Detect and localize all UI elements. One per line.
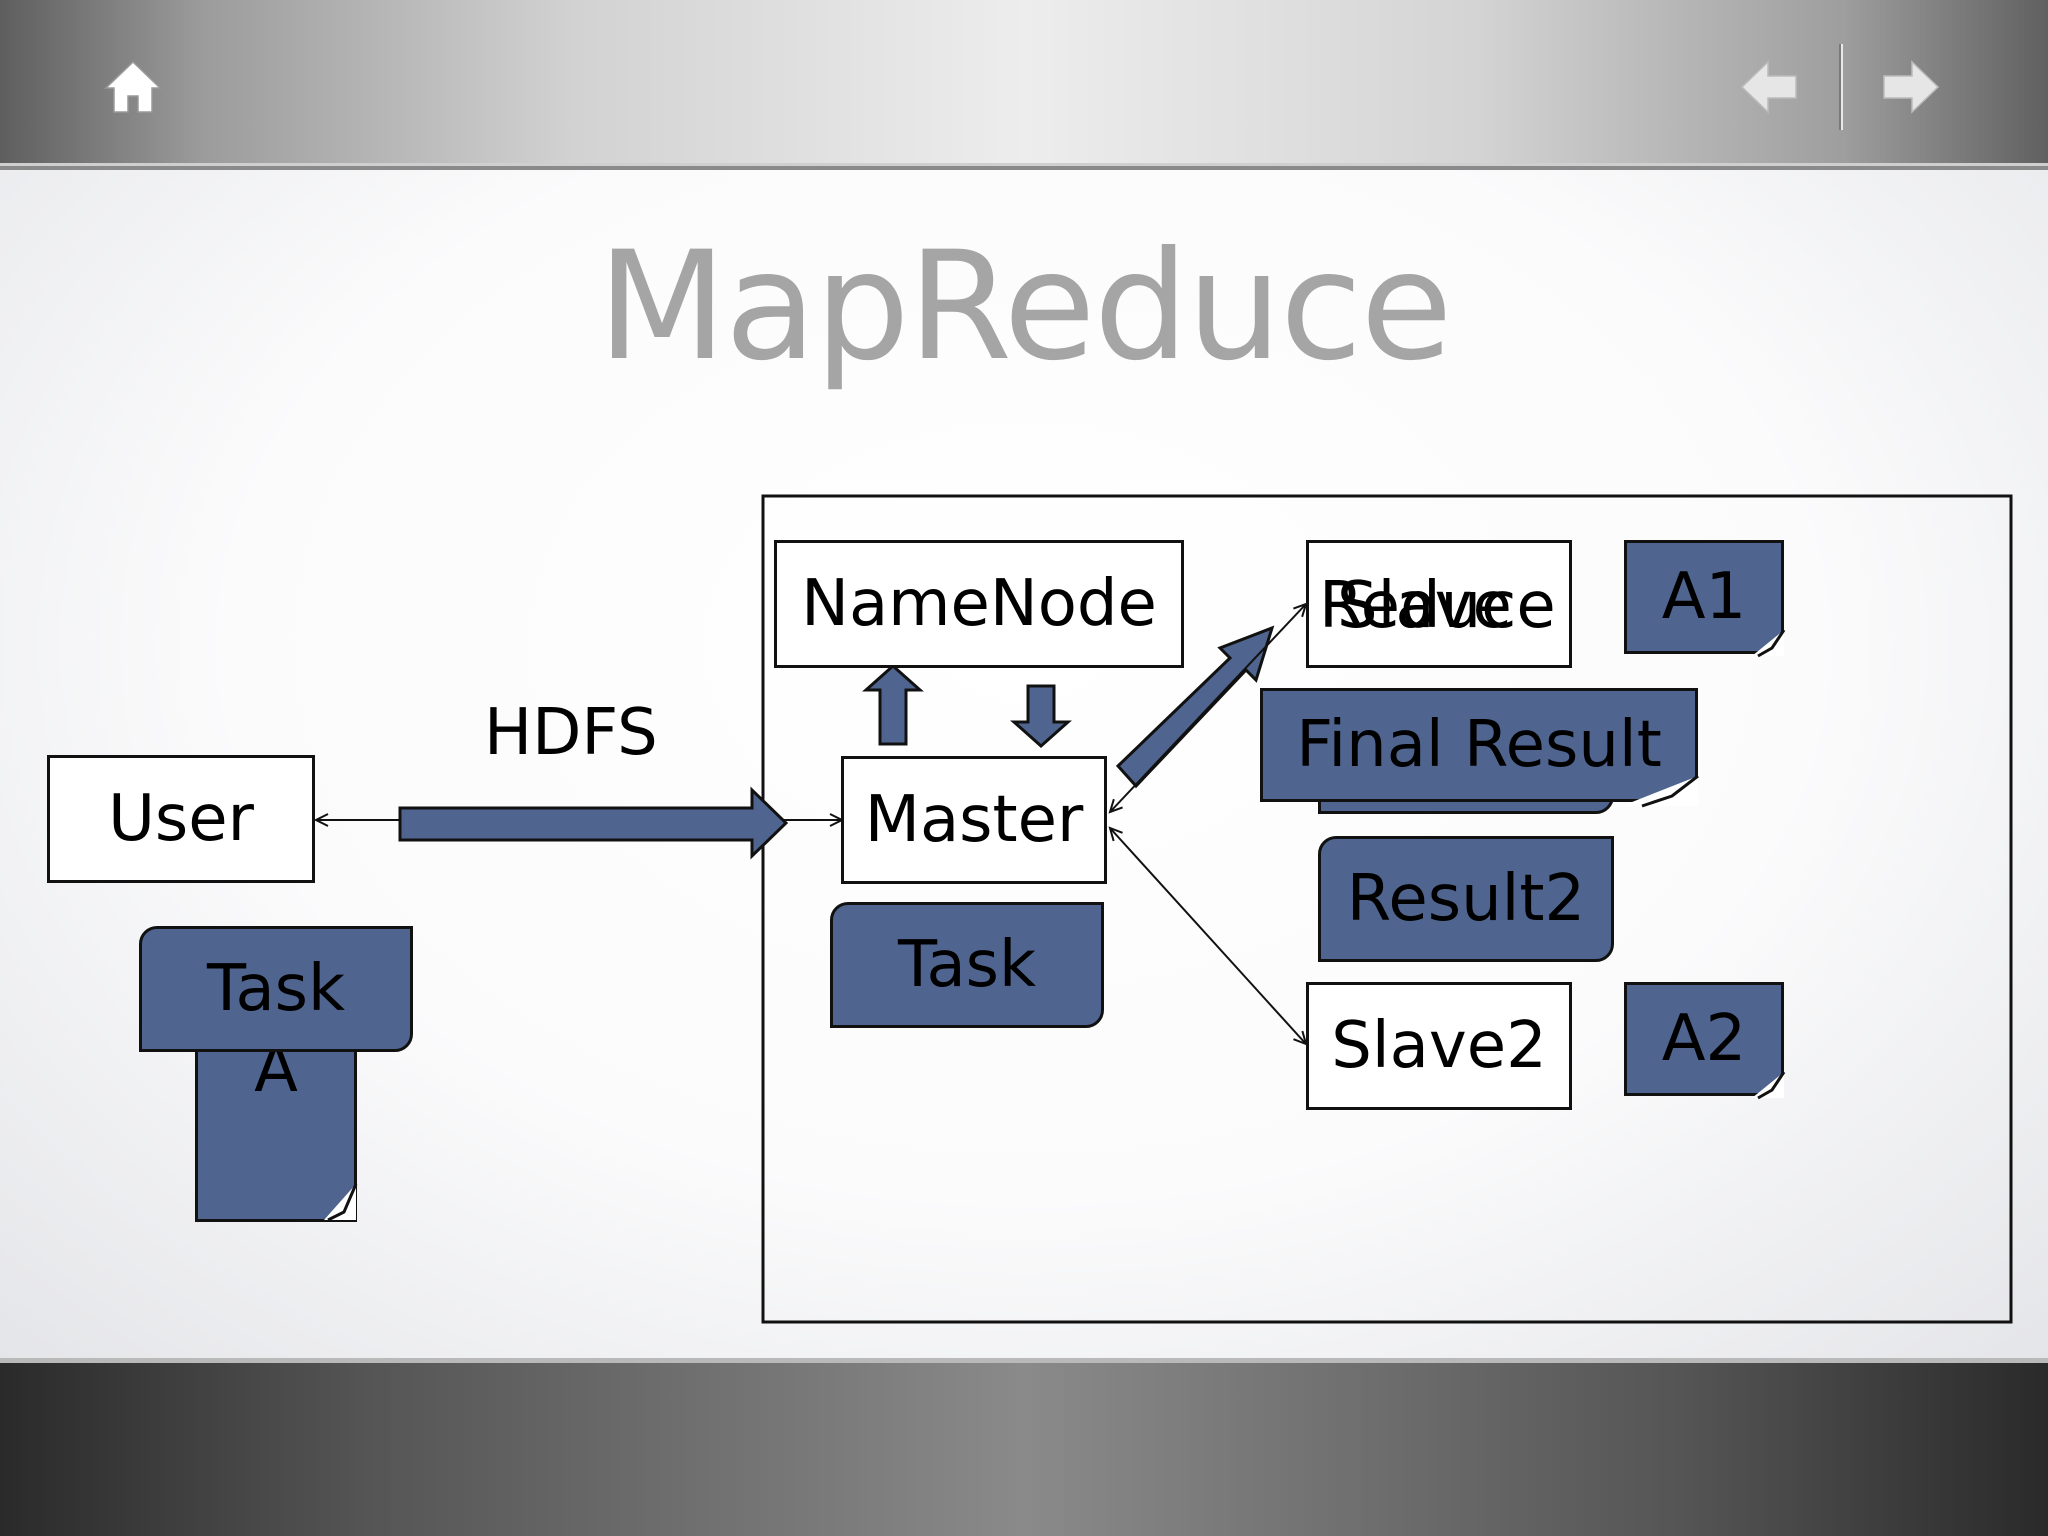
user-box: User <box>47 755 315 883</box>
final-result-fold <box>1622 774 1699 808</box>
slide-title: MapReduce <box>597 220 1452 394</box>
final-result-document: Final Result <box>1260 688 1698 802</box>
master-box: Master <box>841 756 1107 884</box>
master-slave1-connector <box>1110 604 1306 812</box>
a2-document: A2 <box>1624 982 1784 1096</box>
master-slave2-connector <box>1110 828 1306 1044</box>
bottom-toolbar <box>0 1358 2048 1536</box>
hdfs-label: HDFS <box>484 696 658 770</box>
a1-fold <box>1752 629 1786 658</box>
top-toolbar <box>0 0 2048 170</box>
cluster-boundary <box>761 494 2013 1324</box>
arrow-left-icon[interactable] <box>1740 60 1800 114</box>
task-user-document: Task <box>139 926 413 1052</box>
slave2-box: Slave2 <box>1306 982 1572 1110</box>
reduce-label: Reduce <box>1319 569 1556 643</box>
arrow-right-icon[interactable] <box>1880 60 1940 114</box>
slave-label: Slave <box>1337 569 1512 643</box>
home-icon[interactable] <box>104 58 162 116</box>
task-master-document: Task <box>830 902 1104 1028</box>
task-a-fold <box>324 1183 358 1222</box>
result2-document: Result2 <box>1318 836 1614 962</box>
slave1-box: Reduce Slave <box>1306 540 1572 668</box>
a2-fold <box>1752 1071 1786 1100</box>
hdfs-arrow <box>398 786 789 860</box>
separator <box>1838 44 1844 130</box>
a1-document: A1 <box>1624 540 1784 654</box>
namenode-box: NameNode <box>774 540 1184 668</box>
down-arrow <box>1010 684 1072 749</box>
